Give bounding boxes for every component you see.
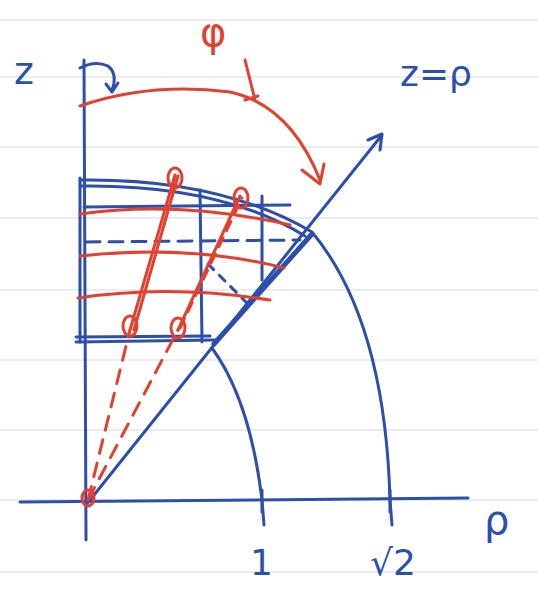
grid-dashed <box>86 240 300 242</box>
tick-label: √2 <box>370 545 416 581</box>
red-sketch <box>78 60 324 506</box>
axis-label: ρ <box>484 500 509 540</box>
phi-arrow <box>80 89 324 184</box>
point-marker <box>82 490 94 506</box>
blue-sketch <box>20 60 468 540</box>
grid-line <box>200 190 202 342</box>
ray-dashed <box>88 330 178 500</box>
angle-label: φ <box>200 12 226 52</box>
paper-lines <box>0 20 538 572</box>
grid-dashed <box>208 264 250 306</box>
outer-arc <box>80 180 392 525</box>
cone-line <box>86 134 382 505</box>
z-axis <box>84 60 86 540</box>
ray-dashed <box>180 198 242 328</box>
axis-label: z <box>14 52 34 90</box>
outer-arc-retrace <box>80 186 305 236</box>
red-arc <box>80 209 290 225</box>
region-left <box>79 178 82 342</box>
ticks <box>262 490 390 512</box>
phi-pointer <box>245 60 258 100</box>
red-arc <box>80 252 284 268</box>
tick-label: 1 <box>250 545 273 581</box>
grid-line <box>84 205 290 207</box>
point-marker <box>123 316 137 336</box>
region-bottom-retrace <box>76 336 210 337</box>
inner-arc <box>212 348 264 525</box>
line-equation: z=ρ <box>400 56 472 92</box>
rotation-arrow <box>80 63 118 92</box>
grid-line <box>261 196 264 280</box>
point-marker <box>234 188 248 208</box>
point-marker <box>168 168 182 188</box>
red-arc <box>78 291 270 300</box>
region-bottom <box>76 340 215 342</box>
point-marker <box>171 318 185 338</box>
ray-dashed <box>88 330 130 500</box>
